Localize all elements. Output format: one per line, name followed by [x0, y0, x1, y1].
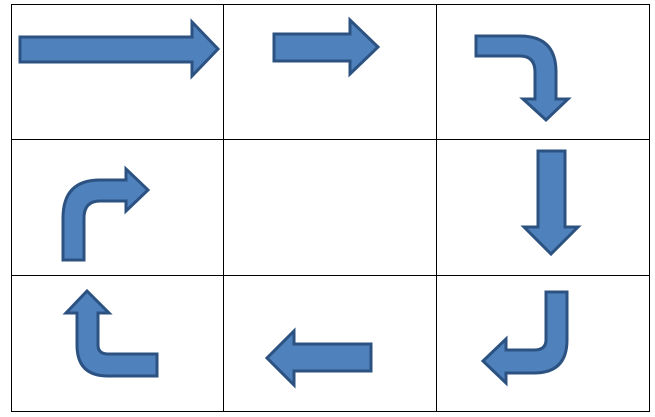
- bent-arrow-down-then-left-icon: [480, 290, 569, 387]
- down-arrow-icon: [520, 149, 582, 257]
- bent-arrow-right-then-down-icon: [474, 34, 572, 123]
- grid-lines: [11, 4, 650, 412]
- cell-r2-c3: [520, 149, 582, 257]
- left-arrow-icon: [264, 327, 373, 389]
- cell-r1-c1: [18, 18, 221, 80]
- cell-r3-c1: [62, 288, 159, 378]
- cell-r2-c1: [61, 165, 151, 262]
- long-right-arrow-icon: [18, 18, 221, 80]
- grid-outer-border: [11, 4, 650, 412]
- bent-arrow-up-from-right-icon: [62, 288, 159, 378]
- bent-arrow-up-then-right-icon: [61, 165, 151, 262]
- cell-r1-c3: [474, 34, 572, 123]
- cell-r3-c2: [264, 327, 373, 389]
- cell-r3-c3: [480, 290, 569, 387]
- cell-r1-c2: [272, 16, 381, 78]
- right-arrow-icon: [272, 16, 381, 78]
